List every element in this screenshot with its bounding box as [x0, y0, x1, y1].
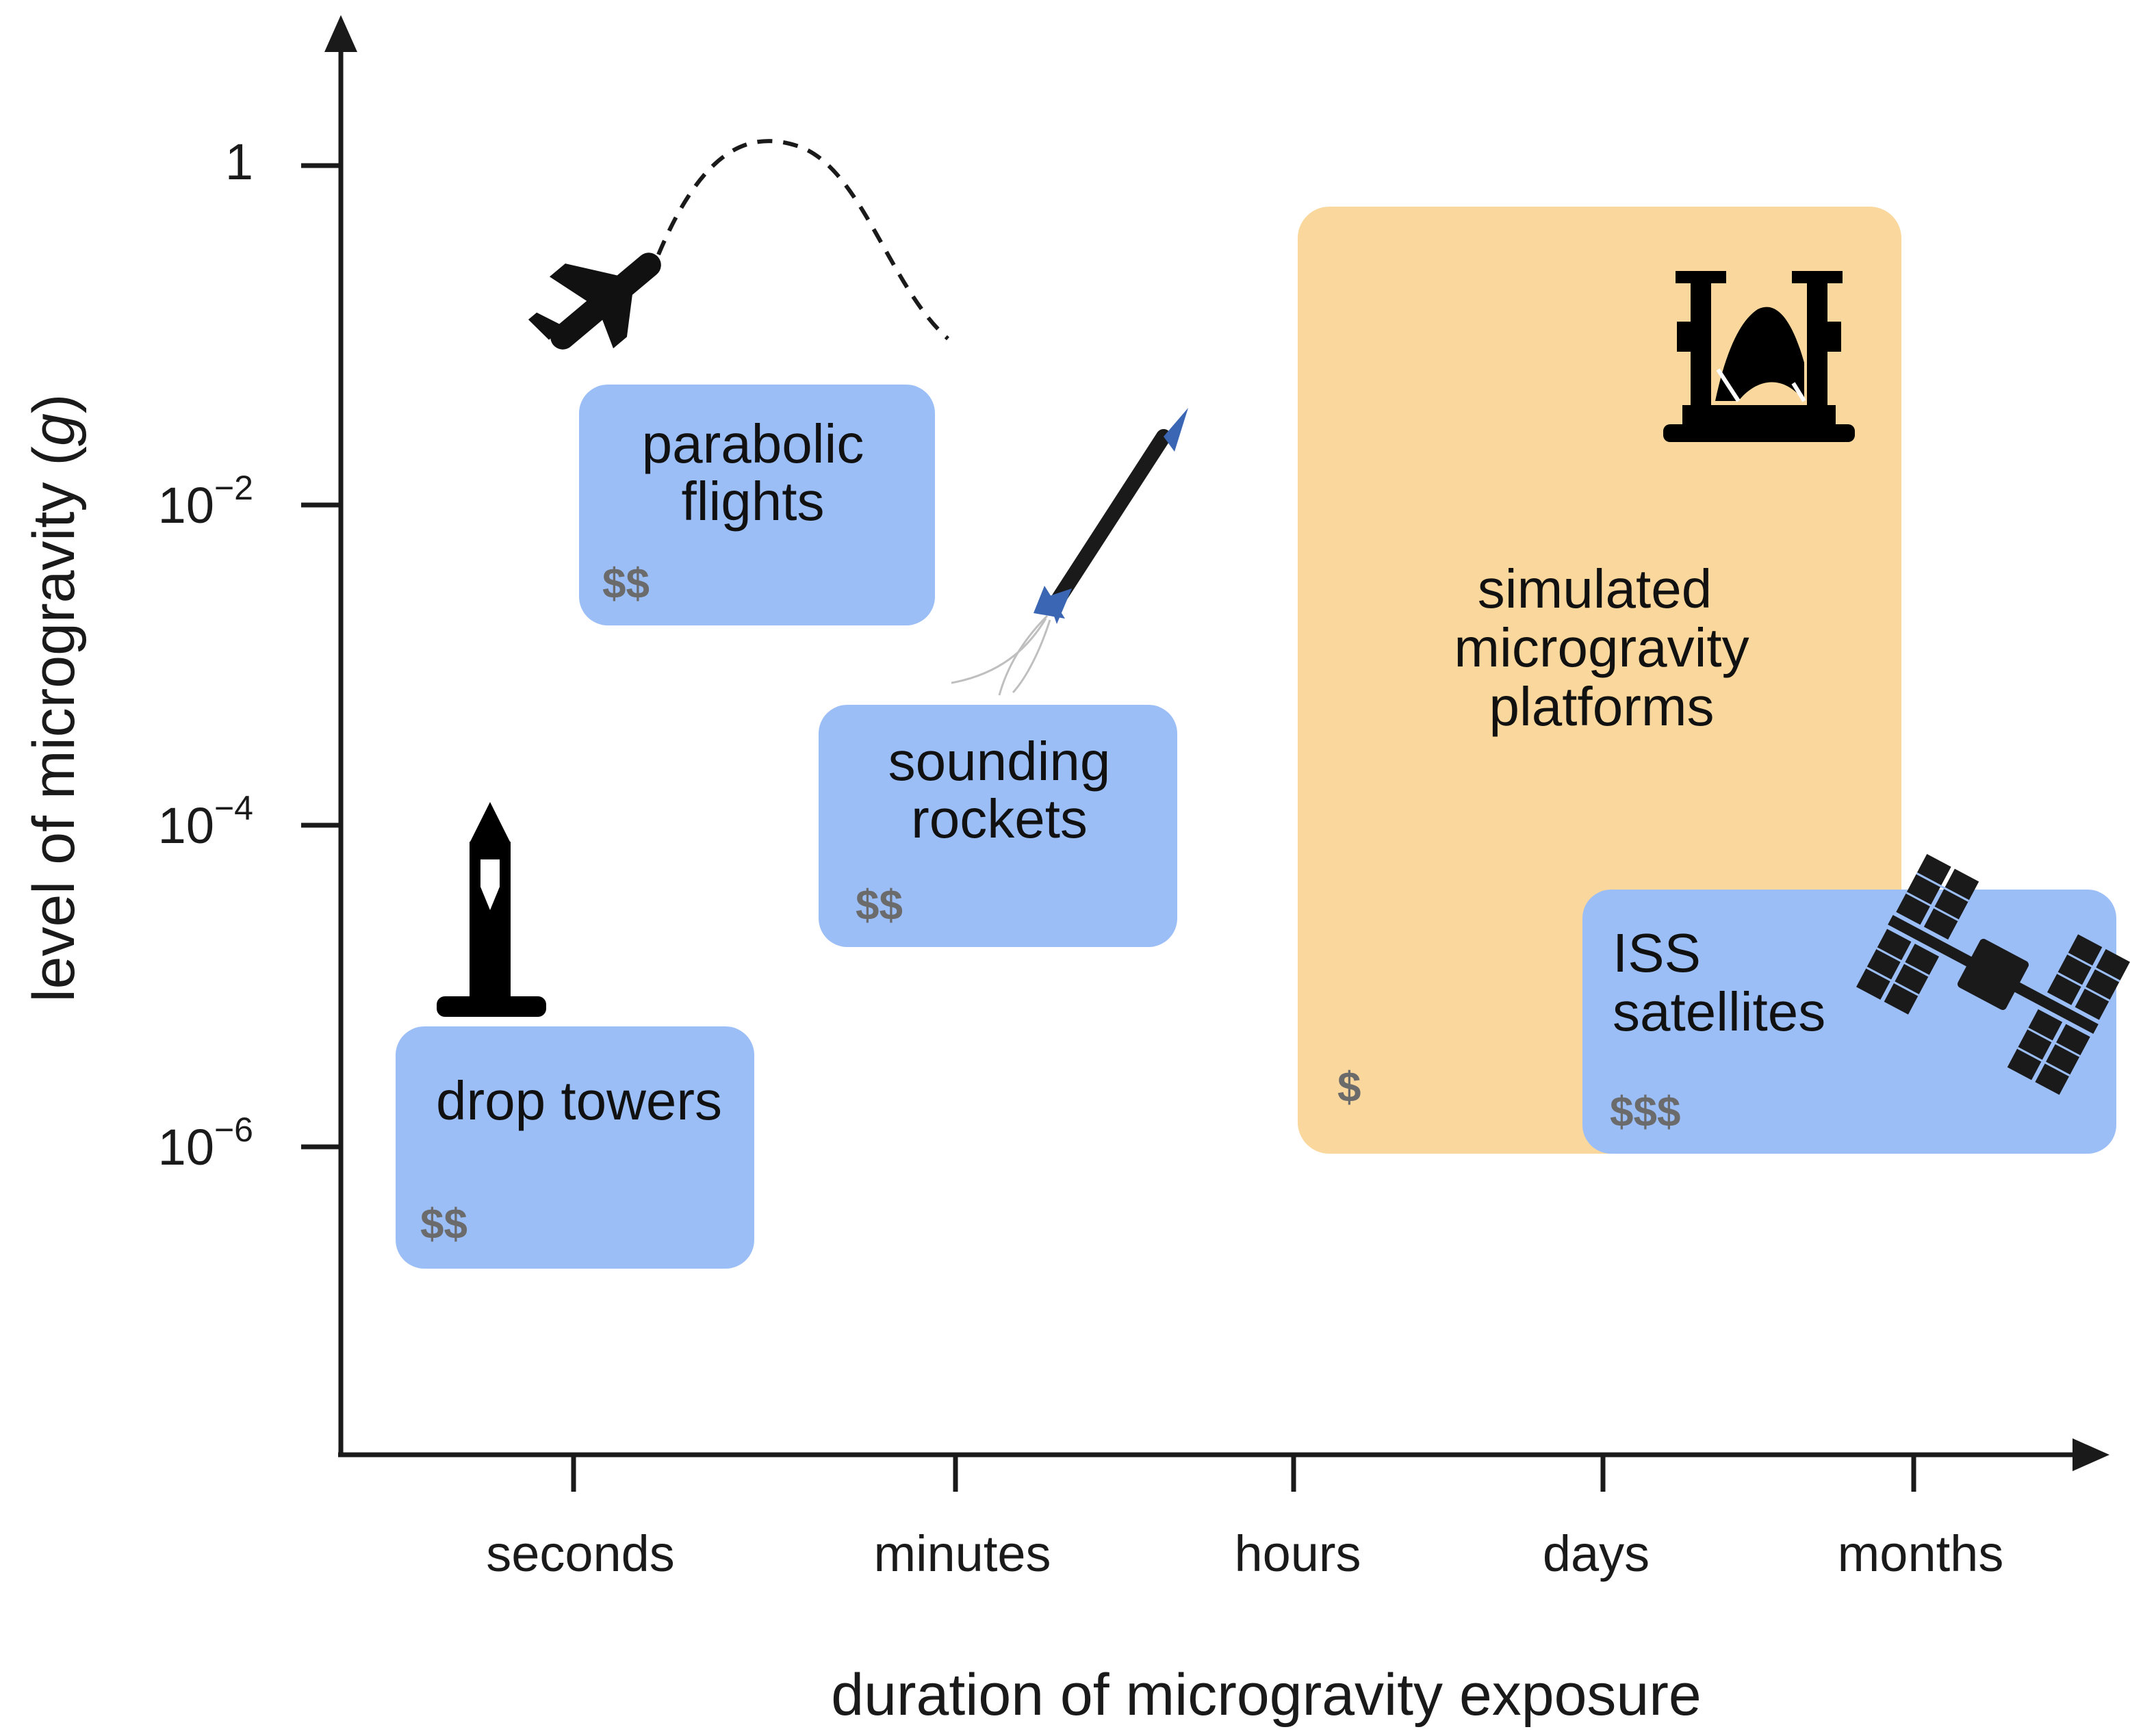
drop-tower-icon	[437, 802, 546, 1017]
cost-label: $$	[602, 560, 650, 608]
platform-label-line: ISS	[1613, 922, 1701, 983]
platform-rockets: sounding rockets $$	[819, 408, 1188, 947]
x-tick-label-minutes: minutes	[873, 1525, 1051, 1582]
y-tick-label: 10−4	[158, 789, 253, 854]
platform-label-line: sounding	[888, 731, 1111, 792]
x-tick-label-seconds: seconds	[486, 1525, 675, 1582]
x-tick-label-hours: hours	[1234, 1525, 1361, 1582]
platform-parabolic: parabolic flights $$	[528, 139, 949, 625]
platform-label-line: platforms	[1489, 676, 1715, 737]
platform-box-rockets	[819, 705, 1177, 947]
space-station-icon	[1856, 854, 2130, 1095]
cost-label: $$	[856, 882, 903, 929]
x-axis-arrowhead	[2073, 1438, 2109, 1471]
rocket-icon	[1034, 408, 1188, 624]
y-tick-label: 1	[225, 133, 253, 190]
x-tick-label-months: months	[1838, 1525, 2004, 1582]
axes	[338, 41, 2081, 1458]
airplane-icon	[528, 252, 661, 350]
y-axis-title: level of microgravity (g)	[21, 394, 87, 1002]
platform-drop: drop towers $$	[396, 802, 754, 1269]
y-tick-label: 10−6	[158, 1111, 253, 1176]
rocket-exhaust	[951, 614, 1051, 696]
cost-label: $	[1337, 1064, 1361, 1111]
platform-box-parabolic	[579, 385, 935, 625]
platform-label-line: parabolic	[642, 413, 864, 474]
platform-label-line: microgravity	[1454, 617, 1749, 678]
platform-label-line: flights	[682, 471, 825, 532]
platform-iss: ISS satellites $$$	[1582, 854, 2130, 1154]
y-axis-arrowhead	[324, 15, 357, 52]
x-tick-label-days: days	[1543, 1525, 1650, 1582]
platform-label-line: simulated	[1478, 558, 1712, 619]
parabola-trajectory	[656, 139, 949, 341]
x-axis-title: duration of microgravity exposure	[831, 1662, 1701, 1728]
cost-label: $$$	[1610, 1089, 1680, 1136]
platform-label-line: satellites	[1613, 981, 1825, 1042]
y-tick-label: 10−2	[158, 469, 253, 534]
platform-box-drop	[396, 1026, 754, 1269]
platform-label-line: rockets	[911, 788, 1088, 849]
platform-label-line: drop towers	[436, 1070, 722, 1131]
clinostat-icon	[1663, 271, 1855, 442]
cost-label: $$	[420, 1201, 467, 1248]
